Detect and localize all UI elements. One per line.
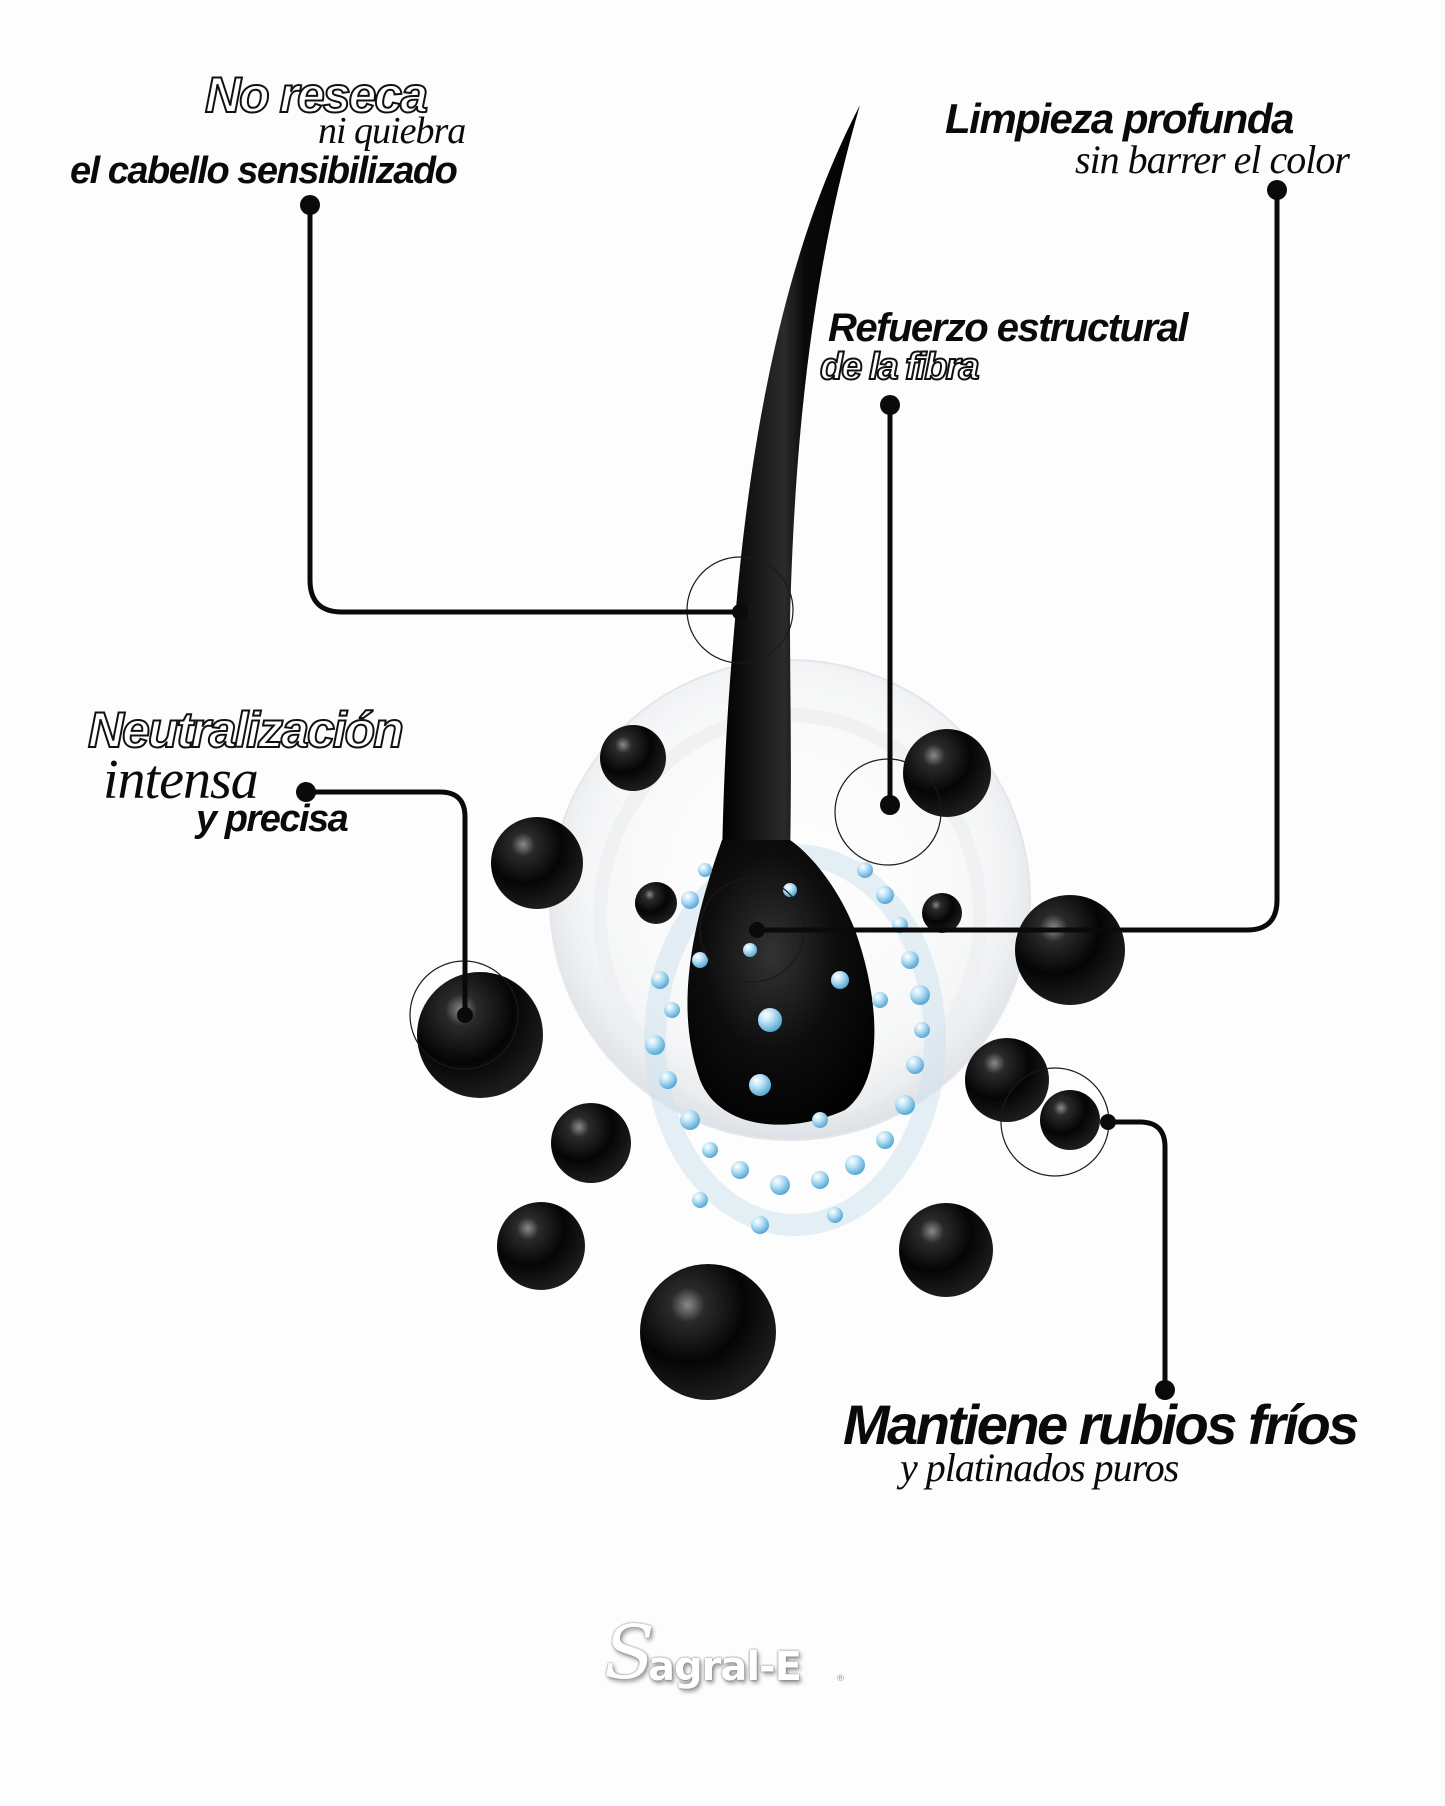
water-droplet-icon [645,862,930,1234]
callout-no-reseca-title: No reseca [204,67,429,123]
callout-no-reseca-body: el cabello sensibilizado [70,150,458,192]
callout-neutralizacion-title: Neutralización [87,702,405,758]
callout-mantiene-title: Mantiene rubios fríos [843,1393,1359,1456]
callout-refuerzo-sub: de la fibra [819,346,980,388]
callout-limpieza-sub: sin barrer el color [1075,137,1350,182]
brand-registered-mark: ® [836,1674,845,1684]
brand-logo-initial: S [604,1610,655,1696]
callout-refuerzo-title: Refuerzo estructural [828,306,1188,350]
hair-bulb [687,840,875,1125]
brand-logo-name: agral-E [648,1644,802,1690]
leader-lines [306,190,1280,1390]
callout-no-reseca-sub: ni quiebra [318,110,466,152]
brand-logo: S agral-E ® [604,1610,854,1700]
callout-neutralizacion-sub: intensa [103,749,259,811]
hair-strand-icon [722,105,860,860]
callout-limpieza-title: Limpieza profunda [945,95,1294,142]
callout-mantiene-sub: y platinados puros [900,1445,1179,1490]
callout-neutralizacion-body: y precisa [196,798,349,840]
leader-dots [296,180,1287,1400]
